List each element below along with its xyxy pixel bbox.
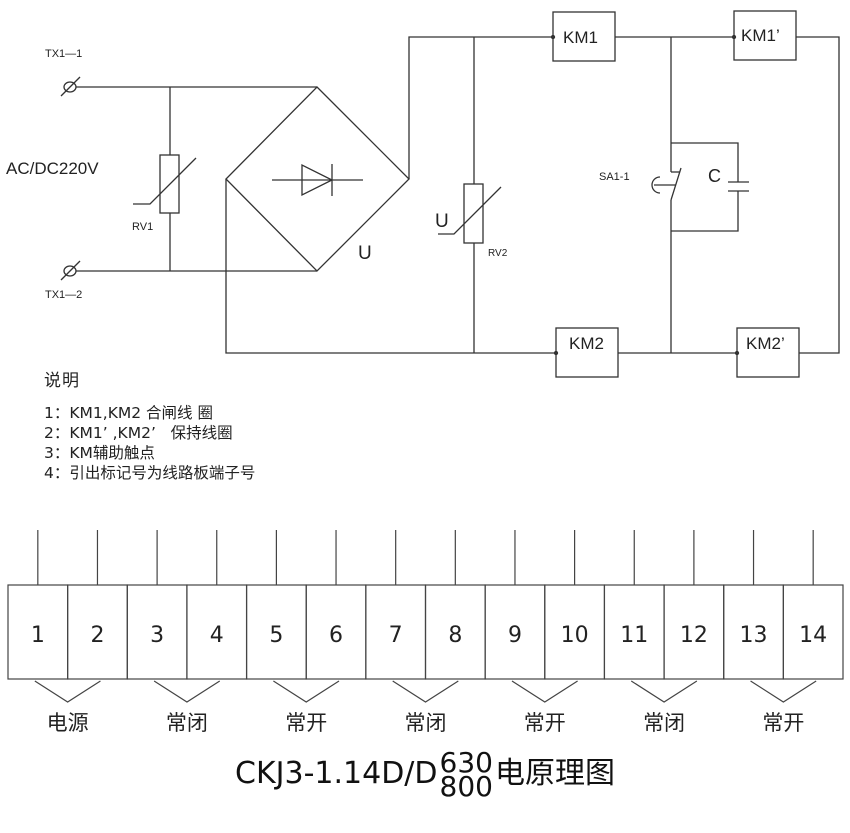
group-label: 常开 <box>285 711 327 735</box>
terminal-number: 8 <box>448 623 462 648</box>
varistor-rv1-icon <box>133 154 197 214</box>
terminal-number: 3 <box>150 623 164 648</box>
group-bracket <box>392 680 459 703</box>
label-km2-prime: KM2’ <box>746 334 785 353</box>
label-tx1-2: TX1—2 <box>45 289 82 301</box>
group-label: 常开 <box>524 711 566 735</box>
wire-dc-negative <box>225 179 556 354</box>
title-frac-top: 630 <box>439 745 493 779</box>
label-rv2-u: U <box>435 211 449 232</box>
group-bracket <box>153 680 221 703</box>
label-supply-voltage: AC/DC220V <box>6 159 99 178</box>
note-item-3: 3：KM辅助触点 <box>44 444 155 462</box>
terminal-number: 2 <box>90 623 104 648</box>
group-bracket <box>630 680 698 703</box>
terminal-number: 7 <box>389 623 403 648</box>
notes-section: 说明 1：KM1,KM2 合闸线 圈 2：KM1’ ,KM2’ 保持线圈 3：K… <box>44 366 255 483</box>
varistor-rv2-icon <box>438 183 502 244</box>
label-km1: KM1 <box>563 28 598 47</box>
group-label: 常闭 <box>643 711 685 735</box>
group-bracket <box>750 680 817 703</box>
title-suffix: 电原理图 <box>494 756 615 791</box>
label-rv1: RV1 <box>132 221 153 233</box>
title-frac-bottom: 800 <box>439 769 493 803</box>
note-item-1: 1：KM1,KM2 合闸线 圈 <box>44 404 213 422</box>
wire-dc-positive <box>408 36 553 179</box>
terminal-number: 10 <box>561 623 589 648</box>
label-capacitor: C <box>708 166 721 186</box>
group-label: 常开 <box>762 711 804 735</box>
group-label: 常闭 <box>405 711 447 735</box>
terminal-number: 4 <box>210 623 224 648</box>
label-km2: KM2 <box>569 334 604 353</box>
notes-title: 说明 <box>44 371 80 391</box>
label-sa1-1: SA1-1 <box>599 171 630 183</box>
terminal-number: 5 <box>269 623 283 648</box>
terminal-number: 11 <box>620 623 648 648</box>
label-km1-prime: KM1’ <box>741 26 780 45</box>
note-item-2: 2：KM1’ ,KM2’ 保持线圈 <box>44 424 233 442</box>
terminal-number: 13 <box>740 623 768 648</box>
label-bridge-u: U <box>358 243 372 264</box>
capacitor-icon <box>728 181 749 192</box>
terminal-number: 9 <box>508 623 522 648</box>
terminal-number: 6 <box>329 623 343 648</box>
note-item-4: 4：引出标记号为线路板端子号 <box>44 464 256 482</box>
terminal-number: 1 <box>31 623 45 648</box>
bridge-rectifier-icon <box>225 86 410 272</box>
label-tx1-1: TX1—1 <box>45 48 82 60</box>
group-bracket <box>511 680 578 703</box>
group-label: 电源 <box>47 711 89 735</box>
label-rv2: RV2 <box>488 248 508 259</box>
group-label: 常闭 <box>166 711 208 735</box>
group-bracket <box>34 680 101 703</box>
manual-switch-sa1-icon <box>651 167 682 201</box>
terminal-number: 12 <box>680 623 708 648</box>
group-bracket <box>273 680 340 703</box>
diode-icon <box>272 163 363 197</box>
title-prefix: CKJ3-1.14D/D <box>235 756 438 791</box>
terminal-number: 14 <box>799 623 827 648</box>
